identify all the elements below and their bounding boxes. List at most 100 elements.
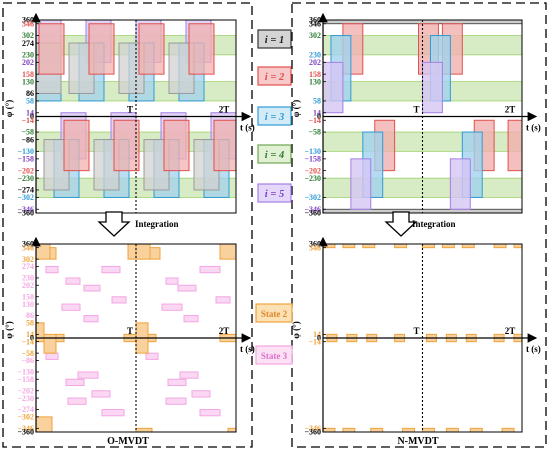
state2-block xyxy=(370,427,384,433)
state2-block xyxy=(149,247,161,260)
phi-tick-label: −230 xyxy=(17,394,34,403)
state2-block xyxy=(35,322,45,343)
legend: i = 1 i = 2 i = 3 i = 4 i = 5 State 2 St… xyxy=(255,29,293,365)
phi-tick-label: 346 xyxy=(22,19,34,28)
label-phi-axis: φ (°) xyxy=(291,321,301,338)
phi-tick-label: 130 xyxy=(22,300,34,309)
phi-tick-label: −202 xyxy=(304,166,321,175)
label-2T: 2T xyxy=(219,105,230,115)
phi-tick-label: −14 xyxy=(21,116,34,125)
label-2T: 2T xyxy=(505,105,516,115)
phi-tick-label: −130 xyxy=(304,147,321,156)
state2-block xyxy=(342,243,356,249)
phi-tick-label: 346 xyxy=(309,19,321,28)
phi-tick-label: −86 xyxy=(21,356,34,365)
phi-tick-label: 346 xyxy=(22,243,34,252)
state3-block xyxy=(83,284,101,292)
label-time-axis: t (s) xyxy=(526,123,541,133)
phi-tick-label: 158 xyxy=(309,70,321,79)
phi-tick-label: 360 xyxy=(309,16,321,25)
caption-omvdt: O-MVDT xyxy=(107,436,149,447)
phi-tick-label: −158 xyxy=(17,155,34,164)
phi-tick-label: 274 xyxy=(22,39,34,48)
state3-block xyxy=(165,397,187,405)
state3-block xyxy=(167,378,187,387)
state3-block xyxy=(179,371,199,379)
state3-block xyxy=(145,352,159,360)
state3-block xyxy=(101,265,121,274)
phi-tick-label: 230 xyxy=(22,274,34,283)
phase-wave-i2 xyxy=(38,23,65,75)
state2-block xyxy=(35,243,51,260)
label-phi-axis: φ (°) xyxy=(4,100,14,117)
phi-tick-label: 58 xyxy=(313,97,321,106)
phase-wave-i2 xyxy=(188,23,215,75)
state2-block xyxy=(43,333,57,354)
state2-block xyxy=(35,416,53,433)
state3-block xyxy=(161,303,183,311)
phi-tick-label: 302 xyxy=(309,31,321,40)
state3-block xyxy=(67,397,87,405)
phi-tick-label: −302 xyxy=(17,193,34,202)
phi-tick-label: −360 xyxy=(17,209,34,218)
phi-tick-label: 14 xyxy=(313,108,321,117)
state2-block xyxy=(493,243,507,249)
label-T: T xyxy=(127,326,133,336)
phi-tick-label: 302 xyxy=(22,255,34,264)
phi-tick-label: 130 xyxy=(309,77,321,86)
phi-tick-label: 202 xyxy=(22,58,34,67)
phi-tick-label: −14 xyxy=(21,337,34,346)
phi-tick-label: −230 xyxy=(17,174,34,183)
state2-block xyxy=(422,243,435,249)
state2-block xyxy=(49,247,57,260)
integration-arrow-left: Integration xyxy=(97,211,179,237)
phase-wave-i2 xyxy=(213,119,237,172)
phi-tick-label: 158 xyxy=(22,292,34,301)
phi-tick-label: −14 xyxy=(308,116,321,125)
phase-wave-i2 xyxy=(138,23,165,75)
phase-wave-i2 xyxy=(163,119,190,172)
phi-tick-label: 0 xyxy=(317,112,321,121)
state3-block xyxy=(177,284,197,292)
phi-tick-label: −202 xyxy=(17,386,34,395)
state3-block xyxy=(65,378,85,387)
phi-tick-label: 274 xyxy=(22,262,34,271)
phi-tick-label: −130 xyxy=(17,147,34,156)
phi-tick-label: 202 xyxy=(22,281,34,290)
phi-tick-label: −360 xyxy=(17,428,34,437)
phi-tick-label: −360 xyxy=(304,428,321,437)
phi-tick-label: 302 xyxy=(22,31,34,40)
state3-block xyxy=(215,296,231,304)
label-phi-axis: φ (°) xyxy=(291,100,301,117)
state3-block xyxy=(83,315,99,323)
label-T: T xyxy=(127,105,133,115)
phi-tick-label: −346 xyxy=(17,424,34,433)
label-2T: 2T xyxy=(505,326,516,336)
omvdt-frame xyxy=(2,2,253,448)
state3-block xyxy=(65,277,81,285)
state2-block xyxy=(219,243,237,260)
state3-block xyxy=(91,390,111,398)
state2-block xyxy=(461,243,475,249)
state2-block xyxy=(362,243,376,249)
state3-block xyxy=(199,409,221,417)
state2-block xyxy=(422,427,435,433)
state2-block xyxy=(501,427,515,433)
label-T: T xyxy=(413,105,419,115)
phi-tick-label: −14 xyxy=(308,337,321,346)
state2-block xyxy=(135,243,151,260)
label-T: T xyxy=(413,326,419,336)
label-time-axis: t (s) xyxy=(526,344,541,354)
legend-i2: i = 2 xyxy=(265,72,285,83)
phi-tick-label: 86 xyxy=(26,89,34,98)
state2-block xyxy=(322,427,336,433)
state2-block xyxy=(402,427,416,433)
phi-tick-label: 14 xyxy=(313,330,321,339)
label-phi-axis: φ (°) xyxy=(4,321,14,338)
legend-i4: i = 4 xyxy=(265,150,284,161)
phi-tick-label: 14 xyxy=(26,108,34,117)
state3-block xyxy=(45,352,59,360)
phi-tick-label: −346 xyxy=(304,424,321,433)
